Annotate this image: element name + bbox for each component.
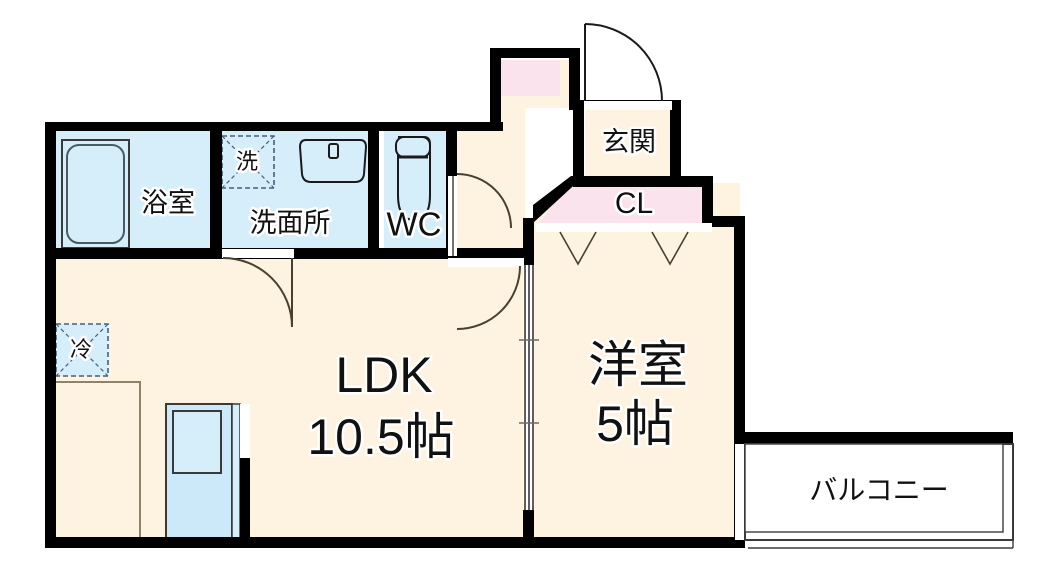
appliance-slots bbox=[55, 135, 275, 377]
hallway-floor-fill bbox=[452, 60, 575, 256]
wall-bathroom-washroom bbox=[210, 122, 222, 256]
fixtures bbox=[56, 136, 431, 541]
label-washroom: 洗面所 bbox=[250, 208, 331, 238]
label-closet: CL bbox=[615, 187, 653, 220]
refrigerator-slot bbox=[55, 323, 109, 377]
hall-door-opening bbox=[448, 258, 524, 267]
closet-folding-marks bbox=[559, 231, 689, 266]
bedroom-floor-fill bbox=[533, 183, 740, 540]
wall-closet-right bbox=[702, 176, 713, 226]
kitchen-side-panel bbox=[231, 403, 241, 541]
label-washing-machine: 洗 bbox=[236, 149, 258, 174]
faucet-icon bbox=[328, 143, 339, 159]
bathtub-icon bbox=[66, 144, 125, 244]
kitchen-sink-basin bbox=[172, 410, 222, 474]
label-toilet: WC bbox=[387, 206, 442, 243]
wall-exterior-bottom bbox=[45, 537, 745, 548]
wall-hall-notch-top bbox=[490, 48, 580, 58]
label-ldk: LDK bbox=[335, 347, 432, 403]
wall-closet-diagonal bbox=[533, 176, 584, 223]
refrigerator-slot-diag2 bbox=[55, 323, 109, 377]
entrance-door[interactable] bbox=[584, 23, 663, 102]
wall-bedroom-right bbox=[734, 216, 745, 548]
wall-bedroom-top-right bbox=[702, 216, 745, 227]
washing-machine-slot-diag2 bbox=[221, 135, 275, 189]
hall-door[interactable] bbox=[456, 265, 521, 330]
label-refrigerator: 冷 bbox=[70, 337, 92, 362]
washing-machine-slot bbox=[221, 135, 275, 189]
door-openings bbox=[222, 101, 745, 540]
bathroom-door-opening bbox=[222, 249, 294, 258]
closet-fold-left bbox=[559, 231, 597, 266]
ldk-floor-fill bbox=[56, 256, 525, 540]
wall-washroom-wc bbox=[368, 122, 379, 256]
door-swings bbox=[222, 23, 823, 519]
label-balcony: バルコニー bbox=[809, 474, 948, 505]
bedroom-sliding[interactable] bbox=[519, 265, 539, 510]
wall-entrance-left bbox=[573, 110, 584, 186]
room-labels: 浴室 洗面所 WC 玄関 CL LDK 10.5帖 洋室 5帖 バルコニー bbox=[139, 125, 952, 508]
wall-entrance-right bbox=[670, 100, 681, 186]
closet-door-opening bbox=[536, 223, 712, 232]
label-bedroom-size: 5帖 bbox=[596, 396, 674, 452]
kitchen-counter-edge bbox=[56, 381, 141, 540]
kitchen-gap bbox=[240, 404, 250, 458]
closet-fill bbox=[537, 183, 712, 225]
entrance-door-opening bbox=[584, 101, 672, 110]
balcony-door-opening bbox=[735, 444, 745, 540]
kitchen-wall-stub bbox=[240, 458, 250, 540]
bathroom-door[interactable] bbox=[222, 257, 293, 328]
wall-entrance-bottom bbox=[573, 176, 713, 187]
entrance-closet-fill bbox=[500, 60, 560, 96]
toilet-door[interactable] bbox=[448, 173, 512, 258]
label-ldk-size: 10.5帖 bbox=[307, 409, 454, 465]
wall-wetblock-top bbox=[45, 122, 503, 131]
fixture-labels: 洗 冷 bbox=[67, 146, 260, 364]
washbasin-icon bbox=[298, 139, 368, 183]
balcony bbox=[744, 443, 1014, 549]
label-bedroom: 洋室 bbox=[588, 337, 688, 393]
balcony-inner bbox=[744, 443, 1004, 533]
wall-hall-notch-right bbox=[569, 48, 580, 110]
wall-exterior-left bbox=[45, 122, 56, 548]
label-entrance: 玄関 bbox=[602, 127, 656, 157]
wall-hall-notch-left bbox=[490, 48, 501, 131]
entrance-floor-fill bbox=[585, 108, 670, 183]
closet-fold-right bbox=[651, 231, 689, 266]
label-bathroom: 浴室 bbox=[141, 188, 195, 218]
toilet-tank-icon bbox=[395, 136, 431, 158]
wall-hall-bottom bbox=[457, 248, 527, 259]
wall-balcony-top bbox=[745, 432, 1013, 444]
